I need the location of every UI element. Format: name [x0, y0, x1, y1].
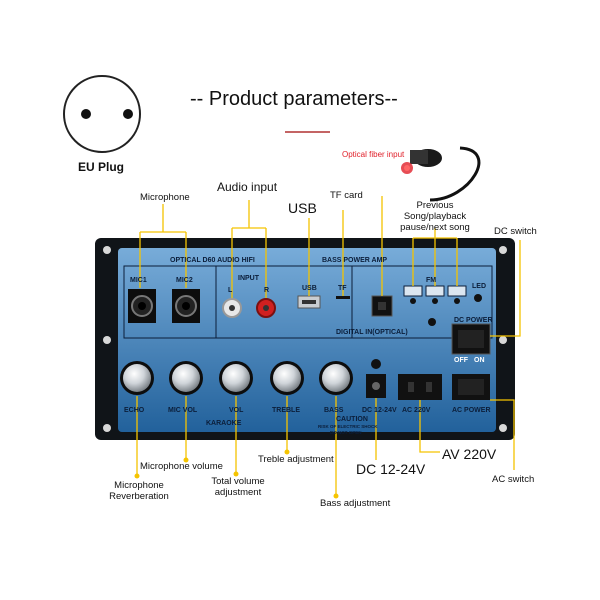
- callout-tf-card: TF card: [330, 190, 363, 201]
- fm-label: FM: [426, 277, 436, 284]
- knob-label-vol: VOL: [229, 407, 244, 414]
- mic2-label: MIC2: [176, 277, 193, 284]
- callout-microphone-reverberation: Microphone Reverberation: [109, 480, 169, 502]
- callout-treble-adjustment: Treble adjustment: [258, 454, 334, 465]
- panel-usb-label: USB: [302, 285, 317, 292]
- eu-plug-label: EU Plug: [78, 160, 125, 174]
- echo-knob[interactable]: [120, 361, 154, 395]
- input-l-label: L: [228, 287, 233, 294]
- tf-card-slot[interactable]: [336, 296, 350, 299]
- screw-holes: [103, 246, 507, 432]
- control-section-frame: [351, 265, 493, 339]
- knob-label-mic-vol: MIC VOL: [168, 407, 198, 414]
- callout-ac-switch: AC switch: [492, 474, 535, 485]
- callout-audio-input: Audio input: [217, 180, 278, 194]
- input-r-label: R: [264, 287, 269, 294]
- small-knob-icon: [371, 359, 381, 369]
- knob-label-treble: TREBLE: [272, 407, 300, 414]
- led-label: LED: [472, 283, 486, 290]
- led-indicator: [474, 294, 482, 302]
- callout-previous-song: Previous Song/playback pause/next song: [400, 200, 470, 233]
- knob-label-echo: ECHO: [124, 407, 145, 414]
- callout-av-220v: AV 220V: [442, 446, 497, 462]
- dc-off-label: OFF: [454, 357, 469, 364]
- mic2-jack[interactable]: [172, 289, 200, 323]
- optical-fiber-connector-icon: [401, 146, 481, 202]
- callout-microphone: Microphone: [140, 192, 190, 203]
- treble-knob[interactable]: [270, 361, 304, 395]
- callout-optical-fiber-input: Optical fiber input: [342, 150, 405, 159]
- callout-dots: [134, 449, 339, 499]
- dc-on-label: ON: [474, 357, 485, 364]
- ac-220v-label: AC 220V: [402, 407, 431, 414]
- playback-buttons[interactable]: [403, 285, 467, 304]
- rca-left-jack[interactable]: [222, 298, 242, 318]
- page-title: -- Product parameters--: [190, 88, 398, 110]
- digital-in-label: DIGITAL IN(OPTICAL): [336, 329, 408, 336]
- panel-header-right: BASS POWER AMP: [322, 257, 387, 264]
- bass-knob[interactable]: [319, 361, 353, 395]
- callout-usb: USB: [288, 200, 317, 216]
- mic1-jack[interactable]: [128, 289, 156, 323]
- ac-power-label: AC POWER: [452, 407, 491, 414]
- callout-bass-adjustment: Bass adjustment: [320, 498, 391, 509]
- callout-dc-12-24v: DC 12-24V: [356, 461, 426, 477]
- callout-lines: [136, 196, 521, 496]
- panel-tf-label: TF: [338, 285, 347, 292]
- knob-label-bass: BASS: [324, 407, 344, 414]
- dc-power-label: DC POWER: [454, 317, 493, 324]
- callout-total-volume: Total volume adjustment: [211, 476, 265, 498]
- mic-vol-knob[interactable]: [169, 361, 203, 395]
- dc-12-24v-panel-label: DC 12-24V: [362, 407, 397, 414]
- ir-receiver: [428, 318, 436, 326]
- caution-sub1: RISK OF ELECTRIC SHOCK: [318, 424, 378, 429]
- caution-sub2: DO NOT OPEN: [330, 430, 362, 435]
- input-label: INPUT: [238, 275, 260, 282]
- caution-label: CAUTION: [336, 416, 368, 423]
- mic1-label: MIC1: [130, 277, 147, 284]
- vol-knob[interactable]: [219, 361, 253, 395]
- callout-microphone-volume: Microphone volume: [140, 461, 223, 472]
- rca-right-jack[interactable]: [256, 298, 276, 318]
- callout-dc-switch: DC switch: [494, 226, 537, 237]
- panel-header-left: OPTICAL D60 AUDIO HIFI: [170, 257, 255, 264]
- ac-socket[interactable]: [398, 374, 442, 400]
- karaoke-label: KARAOKE: [206, 420, 242, 427]
- eu-plug-icon: [63, 75, 141, 153]
